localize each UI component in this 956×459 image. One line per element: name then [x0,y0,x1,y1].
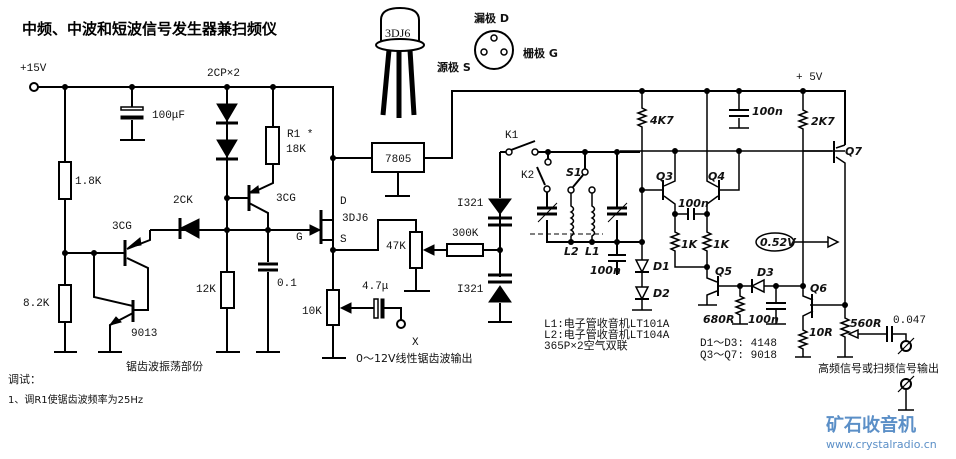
r-2k7-label: 2K7 [811,115,835,128]
r-1k-b-label: 1K [713,238,731,251]
k1-label: K1 [505,130,519,142]
q5-label: Q5 [715,265,732,278]
d-2ck-label: 2CK [173,195,193,207]
sawtooth-osc-caption: 锯齿波振荡部份 [126,359,203,373]
semi-note-line: D1～D3: 4148 [700,338,777,350]
vcc15-terminal [29,82,39,92]
vcc15-rail [38,86,334,330]
c100n-emitter-label: 100n [678,197,709,210]
r-8k2-label: 8.2K [23,298,50,310]
output-x-label: X [412,337,419,349]
r-1k8-label: 1.8K [75,176,102,188]
gate-label: 栅极 G [523,46,558,60]
q7-label: Q7 [845,145,862,158]
fet-s-label: S [340,234,347,246]
d2-label: D2 [653,287,670,300]
k2-switch [544,158,552,166]
pot-47k-label: 47K [386,241,406,253]
q-3cg-mid-label: 3CG [276,193,296,205]
coil-note-line: L2:电子管收音机LT104A [544,327,670,342]
q4-label: Q4 [708,170,725,183]
s1-switch [581,168,589,176]
tuning-heading: 调试： [8,373,41,386]
d1-label: D1 [653,260,670,273]
r-1k-a-label: 1K [681,238,699,251]
c-0047-label: 0.047 [893,315,926,327]
r-1k8 [58,161,72,200]
fet-d-label: D [340,196,347,208]
tuning-step-1: 1、调R1使锯齿波频率为25Hz [8,393,143,406]
c100n-d3-label: 100n [748,313,779,326]
voltage-tag-label: 0.52V [760,236,797,249]
pot-560r-label: 560R [850,317,881,330]
r1-name: R1 * [287,129,313,141]
r-4k7-label: 4K7 [649,114,674,127]
probe-arrow-icon [827,235,840,249]
pot-10k [326,289,340,326]
diagram-title: 中频、中波和短波信号发生器兼扫频仪 [22,20,278,38]
q-3cg-left-label: 3CG [112,221,132,233]
fet-pinout-view: 漏极 D 栅极 G 源极 S [437,11,558,74]
q6-label: Q6 [810,282,827,295]
k2-label: K2 [521,170,534,182]
pot-47k [409,231,423,269]
varicap-top-label: I321 [457,198,484,210]
r-300k-label: 300K [452,228,479,240]
c-47u-label: 4.7μ [362,281,389,293]
fet-package-drawing: 3DJ6 [375,6,425,118]
k1-switch [505,148,513,156]
diodes-2cp-label: 2CP×2 [207,68,240,80]
c-01-label: 0.1 [277,278,297,290]
l2-label: L2 [564,245,579,258]
package-label: 3DJ6 [385,26,410,40]
r1-resistor [265,126,280,165]
c100n-top-label: 100n [752,105,783,118]
coil-note-line: L1:电子管收音机LT101A [544,316,670,331]
r-12k [220,271,235,309]
r-8k2 [58,284,72,323]
r-680-label: 680R [703,313,734,326]
semi-note-line: Q3～Q7: 9018 [700,350,777,362]
q3-label: Q3 [656,170,673,183]
q-9013-label: 9013 [131,328,157,340]
tuning-notes: 调试： 1、调R1使锯齿波频率为25Hz [8,373,143,406]
rf-output-caption: 高频信号或扫频信号输出 [818,361,939,375]
coil-notes: L1:电子管收音机LT101A L2:电子管收音机LT104A 365P×2空气… [544,316,670,353]
vcc15-label: +15V [20,63,47,75]
r-10r-label: 10R [809,326,833,339]
r-12k-label: 12K [196,284,216,296]
reg-7805-label: 7805 [385,154,411,166]
r1-value: 18K [286,144,306,156]
d3-label: D3 [757,266,774,279]
fet-g-label: G [296,232,303,244]
semiconductor-notes: D1～D3: 4148 Q3～Q7: 9018 [700,338,777,362]
drain-label: 漏极 D [474,11,509,25]
r-300k [446,243,484,257]
s1-label: S1 [566,166,582,179]
source-label: 源极 S [437,60,471,74]
coil-note-line: 365P×2空气双联 [544,338,628,353]
c-100uf-label: 100μF [152,110,185,122]
watermark-url: www.crystalradio.cn [826,438,937,451]
pot-10k-label: 10K [302,306,322,318]
fet-name-label: 3DJ6 [342,213,368,225]
sawtooth-output-terminal [396,319,406,329]
c100n-tank-label: 100n [590,264,621,277]
sawtooth-output-caption: 0～12V线性锯齿波输出 [356,351,473,365]
l1-label: L1 [585,245,600,258]
vcc5-label: + 5V [796,72,823,84]
varicap-bot-label: I321 [457,284,484,296]
watermark-name: 矿石收音机 [826,414,916,436]
